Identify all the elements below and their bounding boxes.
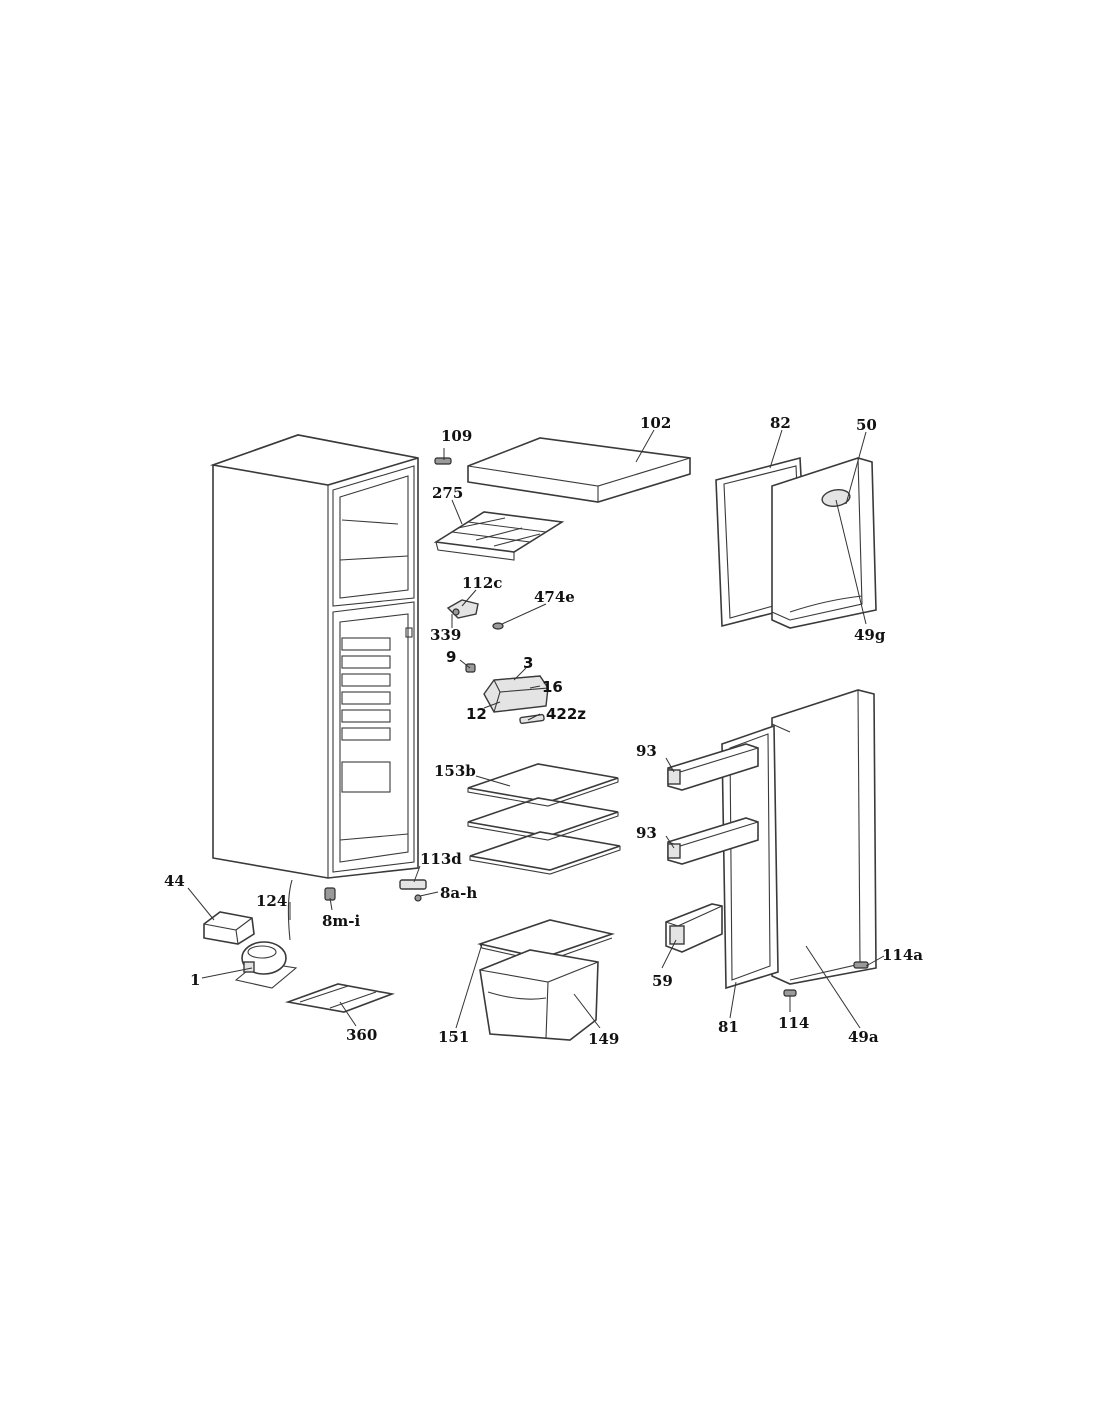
label-153b: 153b — [434, 762, 476, 780]
label-151: 151 — [438, 1028, 469, 1046]
label-49a: 49a — [848, 1028, 879, 1046]
label-3: 3 — [523, 654, 533, 672]
freezer-door — [771, 457, 877, 629]
thermostat-bracket — [446, 599, 479, 619]
thermostat-knob — [465, 663, 476, 673]
label-59: 59 — [652, 972, 673, 990]
refrigerator-cabinet — [209, 434, 419, 879]
top-cover — [467, 437, 691, 503]
crisper-drawer — [479, 949, 599, 1041]
label-422z: 422z — [546, 705, 586, 723]
label-49g: 49g — [854, 626, 886, 644]
label-50: 50 — [856, 416, 877, 434]
relay-box — [203, 911, 255, 945]
glass-shelves — [467, 763, 621, 875]
label-93-upper: 93 — [636, 742, 657, 760]
label-149: 149 — [588, 1030, 619, 1048]
label-114: 114 — [778, 1014, 809, 1032]
middle-hinge — [399, 879, 427, 902]
label-360: 360 — [346, 1026, 377, 1044]
label-275: 275 — [432, 484, 463, 502]
label-339: 339 — [430, 626, 461, 644]
fridge-door-gasket — [721, 724, 779, 990]
bottom-hinge — [853, 961, 869, 969]
fridge-door — [771, 689, 877, 985]
door-bin-lower — [665, 903, 723, 953]
label-8a-h: 8a-h — [440, 884, 477, 902]
cabinet-rear-ribs — [341, 637, 391, 793]
label-1: 1 — [190, 971, 200, 989]
label-16: 16 — [542, 678, 563, 696]
label-102: 102 — [640, 414, 671, 432]
label-44: 44 — [164, 872, 185, 890]
label-93-middle: 93 — [636, 824, 657, 842]
label-109: 109 — [441, 427, 472, 445]
label-474e: 474e — [534, 588, 575, 606]
capillary-tube — [287, 879, 293, 941]
base-plate — [284, 983, 395, 1013]
label-12: 12 — [466, 705, 487, 723]
compressor — [234, 941, 298, 989]
label-9: 9 — [446, 648, 456, 666]
freezer-wire-shelf — [433, 511, 565, 561]
label-81: 81 — [718, 1018, 739, 1036]
label-113d: 113d — [420, 850, 462, 868]
lamp-cover-assembly — [483, 675, 549, 713]
label-124: 124 — [256, 892, 287, 910]
label-8m-i: 8m-i — [322, 912, 361, 930]
label-112c: 112c — [462, 574, 502, 592]
hinge-pin — [783, 989, 797, 997]
part-labels: 109 102 82 50 275 112c 474e 339 49g 9 3 … — [164, 414, 923, 1048]
label-82: 82 — [770, 414, 791, 432]
door-bin-middle — [667, 817, 759, 865]
thermostat-sensor — [519, 713, 545, 725]
top-hinge — [434, 457, 452, 465]
label-114a: 114a — [882, 946, 923, 964]
lamp-bulb — [492, 622, 504, 630]
leader-lines — [187, 429, 885, 1029]
